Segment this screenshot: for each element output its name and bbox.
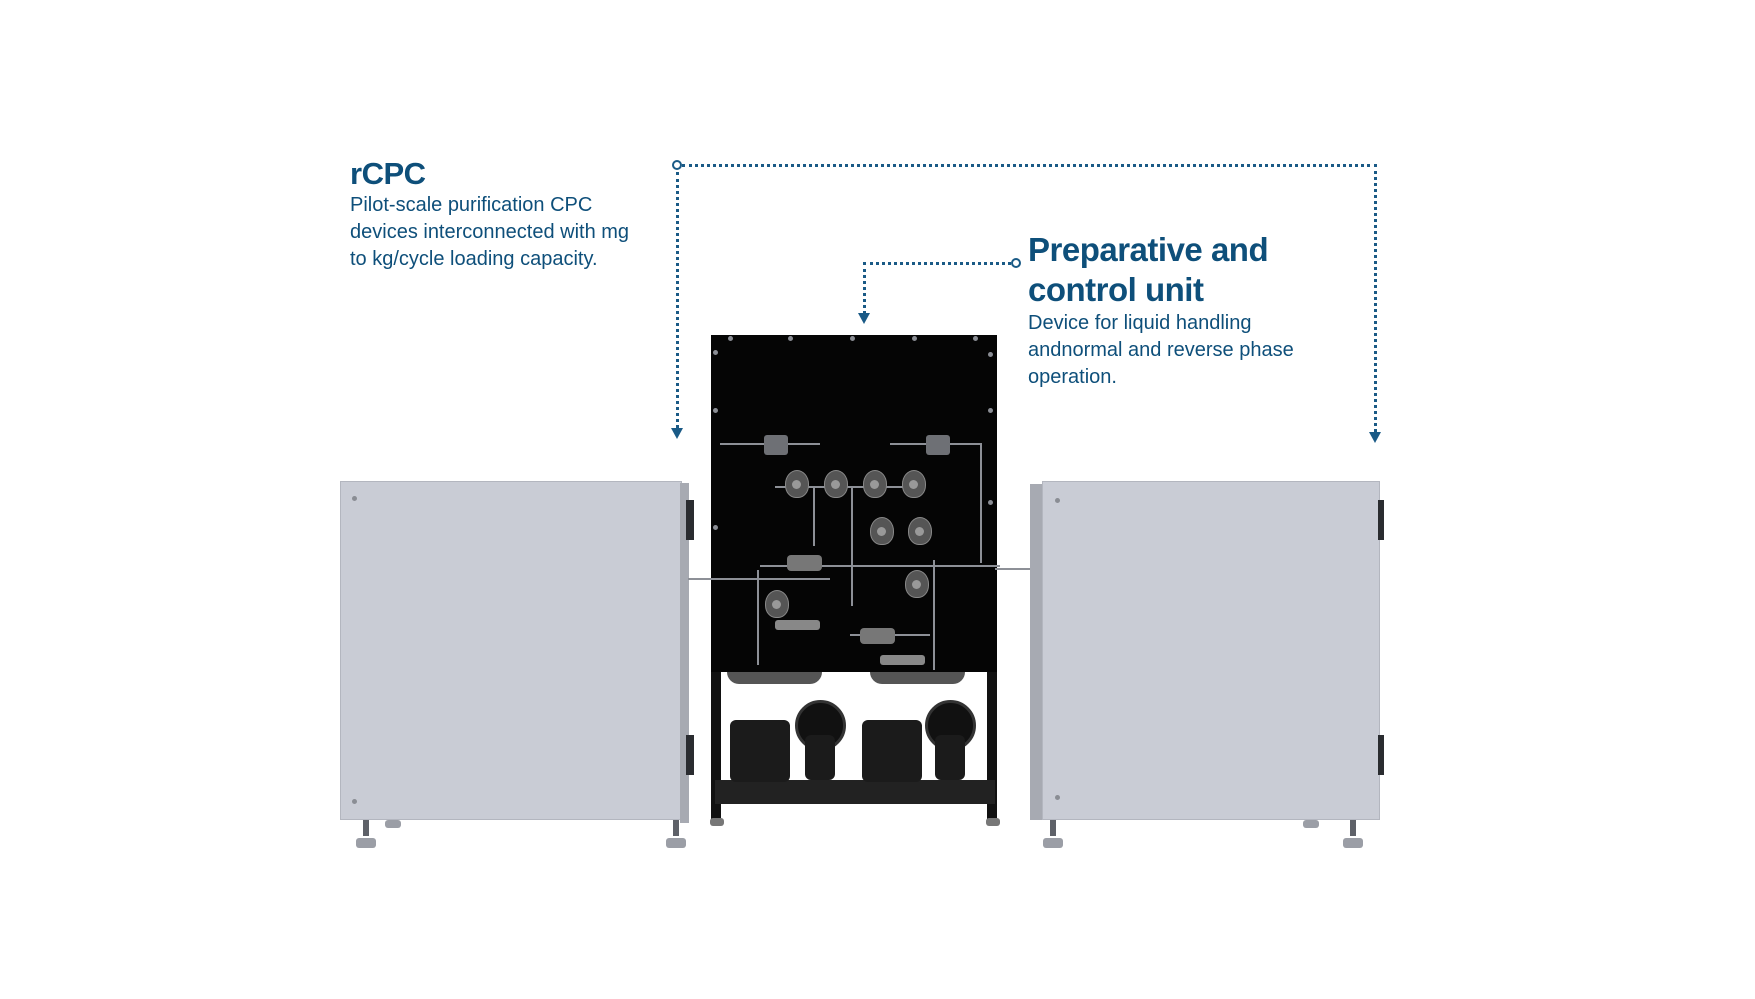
screw (352, 496, 357, 501)
pipe (813, 486, 815, 546)
arrow-down-icon (858, 313, 870, 324)
connector-line (863, 262, 866, 314)
foot (710, 818, 724, 826)
frame (711, 672, 721, 822)
arrow-down-icon (1369, 432, 1381, 443)
flow-cell (926, 435, 950, 455)
foot (673, 820, 679, 836)
rcpc-title: rCPC (350, 156, 426, 191)
screw (912, 336, 917, 341)
valve-icon (908, 517, 932, 545)
screw (788, 336, 793, 341)
rcpc-desc-line-3: to kg/cycle loading capacity. (350, 248, 598, 270)
screw (352, 799, 357, 804)
foot (1350, 820, 1356, 836)
foot (986, 818, 1000, 826)
control-unit-desc-line-1: Device for liquid handling (1028, 312, 1252, 334)
screw (988, 500, 993, 505)
drip-tray (727, 672, 822, 684)
connector-line (676, 172, 679, 428)
valve-icon (902, 470, 926, 498)
pipe (757, 570, 759, 665)
screw (728, 336, 733, 341)
hinge (1378, 735, 1384, 775)
flow-cell (764, 435, 788, 455)
cabinet-front (340, 481, 682, 820)
valve-icon (870, 517, 894, 545)
drip-tray (870, 672, 965, 684)
pump (862, 720, 922, 782)
hinge (686, 735, 694, 775)
screw (713, 408, 718, 413)
pump-motor-body (805, 735, 835, 780)
valve-icon (824, 470, 848, 498)
screw (973, 336, 978, 341)
pipe (700, 578, 830, 580)
foot (363, 820, 369, 836)
sensor (880, 655, 925, 665)
valve-icon (905, 570, 929, 598)
valve-icon (785, 470, 809, 498)
foot (666, 838, 686, 848)
foot (1343, 838, 1363, 848)
pipe (980, 443, 982, 563)
connector-node-icon (672, 160, 682, 170)
pump-motor-body (935, 735, 965, 780)
control-unit-title-line-1: Preparative and (1028, 231, 1269, 268)
cabinet-side (1030, 484, 1043, 820)
foot (1043, 838, 1063, 848)
pipe (760, 565, 1000, 567)
foot (1050, 820, 1056, 836)
connector-line (682, 164, 1377, 167)
frame (987, 672, 997, 822)
control-unit-desc-line-2: andnormal and reverse phase (1028, 339, 1294, 361)
hinge (1378, 500, 1384, 540)
control-unit-desc-line-3: operation. (1028, 366, 1117, 388)
pipe (775, 486, 925, 488)
tube (688, 578, 718, 580)
connector-line (1374, 164, 1377, 432)
rcpc-desc-line-2: devices interconnected with mg (350, 221, 630, 243)
foot (385, 820, 401, 828)
control-unit-label: Preparative and control unit Device for … (1028, 230, 1348, 391)
tube (995, 568, 1035, 570)
screw (713, 525, 718, 530)
connector-node-icon (1011, 258, 1021, 268)
screw (1055, 795, 1060, 800)
connector-line (863, 262, 1011, 265)
foot (356, 838, 376, 848)
screw (988, 408, 993, 413)
pipe (851, 486, 853, 606)
pump (730, 720, 790, 782)
valve-icon (863, 470, 887, 498)
regulator (860, 628, 895, 644)
sensor (775, 620, 820, 630)
cabinet-front (1042, 481, 1380, 820)
foot (1303, 820, 1319, 828)
control-unit-title-line-2: control unit (1028, 271, 1204, 308)
pipe (933, 560, 935, 670)
rcpc-label: rCPC Pilot-scale purification CPC device… (350, 156, 670, 273)
frame (715, 780, 995, 804)
arrow-down-icon (671, 428, 683, 439)
cabinet-side (680, 483, 689, 823)
valve-icon (765, 590, 789, 618)
hinge (686, 500, 694, 540)
rcpc-desc-line-1: Pilot-scale purification CPC (350, 194, 593, 216)
regulator (787, 555, 822, 571)
screw (713, 350, 718, 355)
screw (988, 352, 993, 357)
screw (850, 336, 855, 341)
control-panel (711, 335, 997, 672)
screw (1055, 498, 1060, 503)
